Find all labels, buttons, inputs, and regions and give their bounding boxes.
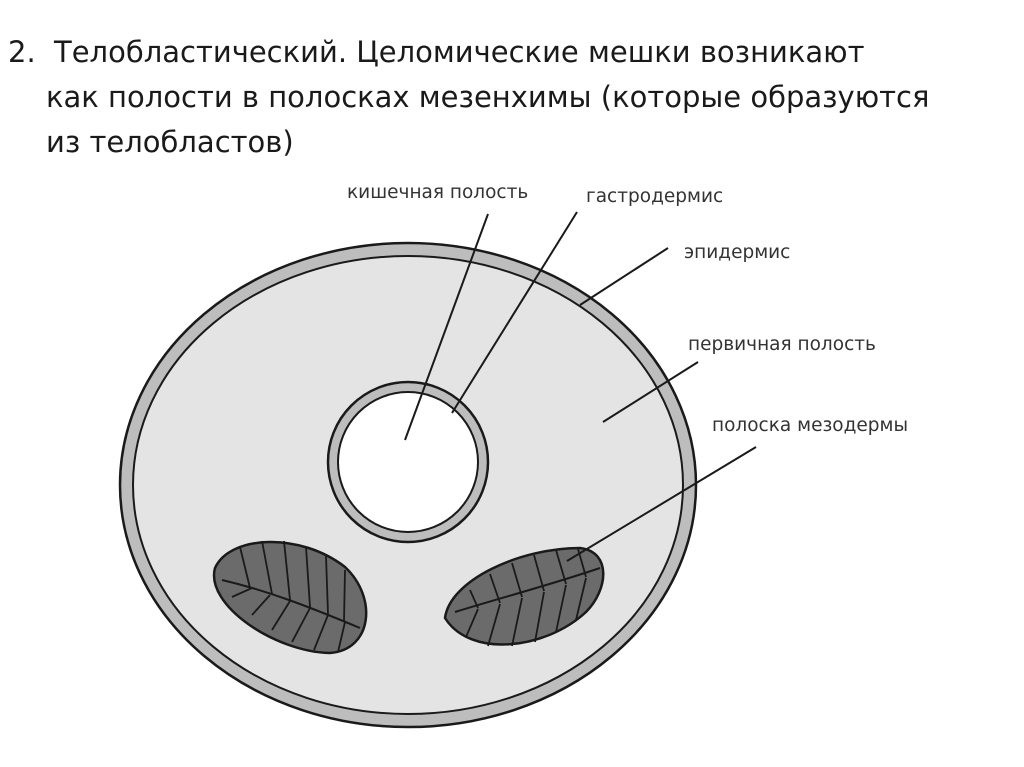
pointer-primary-cavity xyxy=(602,361,699,423)
text-line-2: как полости в полосках мезенхимы (которы… xyxy=(46,80,930,114)
gut-cavity xyxy=(337,391,479,533)
label-epidermis: эпидермис xyxy=(684,242,790,263)
text-line-1-content: Телобластический. Целомические мешки воз… xyxy=(54,35,865,69)
pointer-mesoderm-band xyxy=(566,446,757,562)
label-gut-cavity: кишечная полость xyxy=(347,182,528,203)
label-gastrodermis: гастродермис xyxy=(586,186,723,207)
label-mesoderm-band: полоска мезодермы xyxy=(712,415,908,436)
mesoderm-band-right xyxy=(443,546,605,647)
pointer-gut-cavity xyxy=(404,213,489,441)
pointer-gastrodermis xyxy=(451,211,578,414)
text-line-1: 2. Телобластический. Целомические мешки в… xyxy=(8,30,1020,75)
mesoderm-band-left xyxy=(212,540,368,655)
pointer-epidermis xyxy=(579,247,669,306)
text-line-3: из телобластов) xyxy=(46,125,294,159)
slide-text: 2. Телобластический. Целомические мешки в… xyxy=(8,30,1020,165)
label-primary-cavity: первичная полость xyxy=(688,334,876,355)
item-number: 2. xyxy=(8,35,36,69)
